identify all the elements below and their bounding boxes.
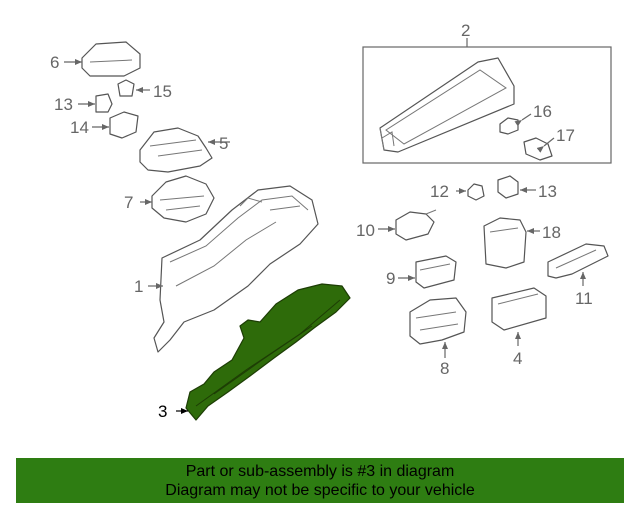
callout-10: 10: [356, 221, 375, 240]
part-5-relay-block[interactable]: [139, 127, 230, 173]
part-17-clip[interactable]: [523, 137, 555, 161]
callout-11: 11: [575, 289, 593, 308]
callout-5: 5: [219, 134, 228, 153]
part-13-clip-left[interactable]: [78, 93, 113, 113]
part-7-relay-block[interactable]: [140, 175, 215, 223]
part-10-relay[interactable]: [378, 209, 437, 241]
part-16-clip[interactable]: [499, 113, 532, 135]
callout-7: 7: [124, 193, 133, 212]
callout-12: 12: [430, 182, 449, 201]
callout-4: 4: [513, 349, 522, 368]
info-banner: Part or sub-assembly is #3 in diagram Di…: [16, 458, 624, 503]
part-13-clip-right[interactable]: [497, 175, 536, 199]
part-8-bracket[interactable]: [409, 297, 467, 358]
callout-14: 14: [70, 118, 89, 137]
callout-9: 9: [386, 269, 395, 288]
part-3-bracket-highlighted[interactable]: [176, 283, 351, 421]
banner-line-2: Diagram may not be specific to your vehi…: [165, 481, 475, 499]
callout-13-right: 13: [538, 182, 557, 201]
callout-8: 8: [440, 359, 449, 378]
callout-2: 2: [461, 21, 470, 40]
part-9-connector[interactable]: [398, 255, 457, 289]
parts-diagram: 2 6 15 13 14 5 16 17 7 12 13 10 18 1 9 1…: [50, 21, 612, 421]
part-18-relay[interactable]: [483, 217, 540, 269]
part-6-cover[interactable]: [64, 41, 141, 77]
callout-1: 1: [134, 277, 143, 296]
callout-15: 15: [153, 82, 172, 101]
callout-16: 16: [533, 102, 552, 121]
part-2-cover[interactable]: [379, 57, 515, 153]
callout-6: 6: [50, 53, 59, 72]
part-14-bracket[interactable]: [92, 111, 139, 139]
part-15-clip[interactable]: [117, 79, 150, 97]
callout-13-left: 13: [54, 95, 73, 114]
part-11-connector[interactable]: [547, 243, 609, 286]
callout-17: 17: [556, 126, 575, 145]
banner-line-1: Part or sub-assembly is #3 in diagram: [185, 462, 455, 480]
part-12-plug[interactable]: [456, 183, 485, 201]
part-1-housing[interactable]: [148, 185, 319, 353]
callout-3: 3: [158, 402, 167, 421]
part-4-module[interactable]: [491, 287, 547, 346]
callout-18: 18: [542, 223, 561, 242]
